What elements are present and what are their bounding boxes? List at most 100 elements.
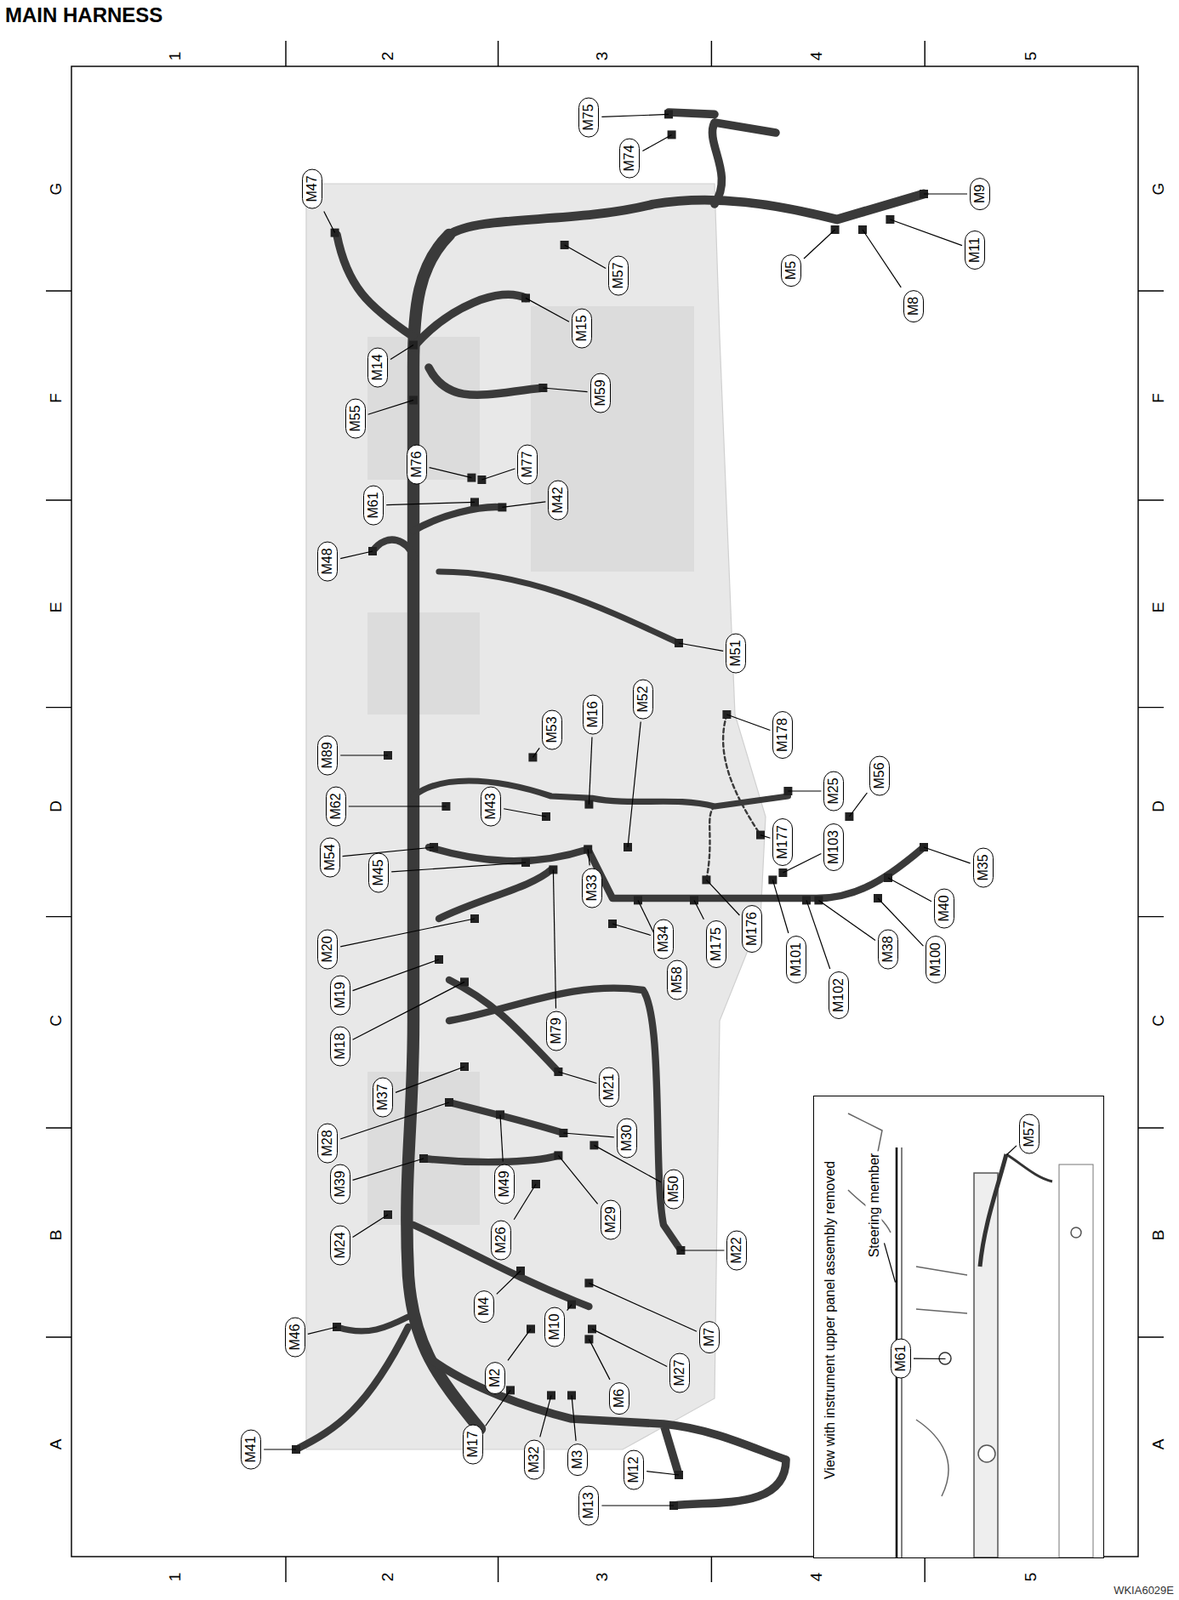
inset-heading: View with instrument upper panel assembl… — [821, 1159, 838, 1481]
callout-number: M13 — [578, 1485, 599, 1526]
grid-reference: D — [46, 800, 66, 813]
inset-drawing — [916, 1266, 968, 1497]
grid-reference: 5 — [1021, 51, 1041, 62]
callout-number: M6 — [609, 1382, 630, 1415]
callout-number: M25 — [823, 770, 844, 811]
leader-line — [386, 501, 475, 505]
leader-line — [923, 193, 968, 194]
leader-line — [353, 1158, 424, 1180]
inset-drawing — [939, 1352, 952, 1365]
leader-line — [552, 869, 556, 1009]
callout-number: M20 — [317, 928, 338, 969]
inset-drawing — [1006, 1154, 1053, 1182]
leader-line — [540, 1395, 552, 1437]
leader-line — [706, 879, 740, 916]
harness-drawing — [45, 40, 1164, 1583]
inset-view — [813, 1095, 1105, 1559]
callout-number: M43 — [480, 786, 502, 826]
callout-number: M2 — [484, 1361, 506, 1395]
callout-number: M14 — [367, 347, 388, 388]
leader-line — [532, 747, 540, 758]
leader-line — [694, 899, 704, 919]
callout-number: M49 — [494, 1163, 515, 1204]
callout-number: M10 — [544, 1306, 565, 1347]
grid-reference: F — [1149, 393, 1168, 404]
grid-reference: G — [1149, 182, 1168, 196]
callout-number: M11 — [964, 230, 986, 270]
leader-line — [501, 501, 546, 507]
leader-line — [340, 1102, 450, 1140]
callout-number: M57 — [608, 255, 629, 296]
leader-line — [324, 211, 336, 234]
leader-line — [353, 981, 465, 1040]
callout-number: M46 — [284, 1316, 306, 1357]
leader-line — [588, 737, 593, 805]
harness-bundles — [296, 112, 924, 1506]
harness-drawing — [449, 988, 681, 1251]
callout-number: M24 — [330, 1224, 351, 1265]
callout-number: M41 — [240, 1429, 262, 1470]
leader-line — [612, 923, 651, 936]
callout-number: M176 — [741, 905, 763, 953]
callout-number: M100 — [925, 935, 946, 984]
leader-line — [353, 959, 439, 992]
leader-line — [1007, 1145, 1018, 1156]
leader-line — [888, 877, 932, 902]
callout-number: M75 — [578, 96, 599, 137]
grid-reference: A — [46, 1439, 66, 1451]
leader-line — [395, 1066, 465, 1093]
callout-number: M37 — [372, 1076, 393, 1117]
leader-line — [429, 467, 473, 479]
grid-reference: 5 — [1021, 1572, 1041, 1583]
leader-line — [923, 847, 971, 864]
callout-number: M17 — [462, 1423, 484, 1464]
callout-number: M28 — [317, 1122, 338, 1163]
callout-number: M101 — [786, 935, 807, 984]
inset-drawing — [1070, 1227, 1082, 1238]
harness-drawing — [71, 66, 1139, 1557]
leader-line — [678, 643, 724, 651]
leader-line — [787, 790, 821, 792]
inset-illustration — [814, 1096, 1104, 1558]
harness-drawing — [45, 40, 1164, 1583]
callout-number: M47 — [301, 168, 323, 209]
callout-number: M12 — [623, 1449, 644, 1490]
grid-reference: B — [1149, 1230, 1168, 1242]
grid-reference: 2 — [378, 1572, 398, 1583]
callout-number: M48 — [317, 541, 338, 581]
leader-line — [558, 1155, 598, 1204]
leader-line — [848, 792, 867, 817]
callout-number: M52 — [632, 678, 654, 719]
harness-drawing — [372, 540, 414, 557]
leader-line — [588, 1338, 610, 1379]
grid-reference: C — [1149, 1014, 1168, 1027]
callout-number: M76 — [406, 444, 428, 485]
harness-drawing — [296, 1327, 409, 1450]
leader-line — [496, 1270, 521, 1294]
grid-reference: 3 — [592, 51, 612, 62]
leader-line — [567, 1304, 572, 1311]
grid-reference: 3 — [592, 1572, 612, 1583]
leader-line — [307, 1327, 337, 1334]
leader-line — [340, 918, 475, 947]
callout-number: M51 — [725, 632, 747, 673]
callout-number: M177 — [772, 818, 793, 866]
callout-number: M30 — [616, 1117, 638, 1158]
grid-reference: 4 — [807, 51, 826, 62]
leader-line — [806, 899, 831, 969]
leader-line — [485, 1389, 511, 1426]
callout-number: M89 — [317, 734, 338, 775]
callout-number: M27 — [669, 1352, 690, 1393]
callout-number: M53 — [541, 709, 563, 750]
callout-number: M22 — [726, 1230, 747, 1271]
harness-drawing — [449, 193, 924, 235]
callout-number: M103 — [823, 823, 844, 872]
callout-number: M58 — [666, 959, 688, 1000]
leader-line — [646, 1471, 679, 1476]
leader-line — [571, 1395, 576, 1441]
callout-number: M33 — [581, 867, 603, 908]
leader-line — [680, 1249, 724, 1251]
callout-number: M54 — [319, 837, 341, 878]
harness-drawing — [438, 869, 559, 1072]
